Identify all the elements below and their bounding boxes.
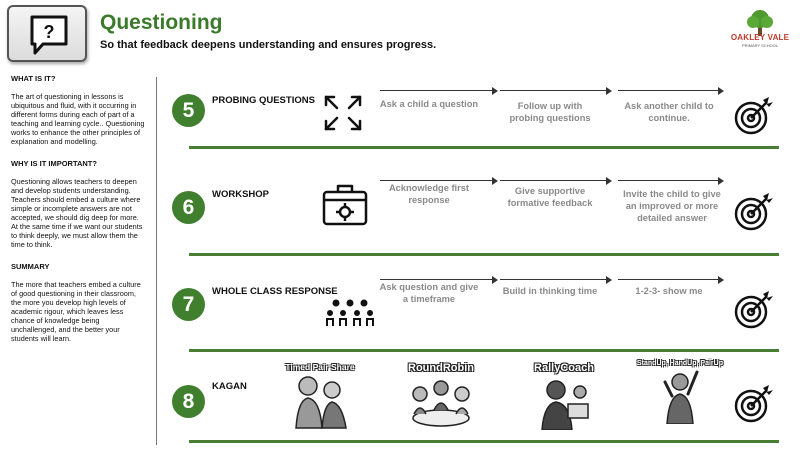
info-column: WHAT IS IT? The art of questioning in le… xyxy=(11,74,145,356)
step-ask-child: Ask a child a question xyxy=(379,99,479,109)
row-divider-line xyxy=(189,349,779,352)
step-thinking-time: Build in thinking time xyxy=(502,286,598,296)
flow-arrow xyxy=(618,176,724,186)
row-label-workshop: WORKSHOP xyxy=(212,189,269,200)
step-ask-another: Ask another child to continue. xyxy=(624,101,714,123)
why-heading: WHY IS IT IMPORTANT? xyxy=(11,159,97,168)
summary-text: The more that teachers embed a culture o… xyxy=(11,280,141,343)
row-number-6: 6 xyxy=(172,191,205,224)
kagan-label: RallyCoach xyxy=(534,362,594,374)
standup-illustration-icon xyxy=(663,370,699,425)
step-feedback: Give supportive formative feedback xyxy=(507,186,593,208)
page-title: Questioning xyxy=(100,11,223,34)
step-ask-question: Ask question and give a timeframe xyxy=(379,282,479,304)
rallycoach-illustration-icon xyxy=(541,380,589,431)
speech-bubble-question-icon: ? xyxy=(30,15,68,55)
flow-arrow xyxy=(380,275,498,285)
kagan-label: RoundRobin xyxy=(408,362,474,374)
flow-arrow xyxy=(380,86,498,96)
question-logo: ? xyxy=(7,5,87,62)
svg-text:?: ? xyxy=(44,22,55,42)
flow-arrow xyxy=(500,176,612,186)
step-follow-up: Follow up with probing questions xyxy=(509,101,591,123)
what-heading: WHAT IS IT? xyxy=(11,74,56,83)
row-number-7: 7 xyxy=(172,288,205,321)
group-icon xyxy=(326,299,374,326)
row-label-kagan: KAGAN xyxy=(212,381,247,392)
target-icon xyxy=(734,385,773,423)
target-icon xyxy=(734,97,773,135)
row-divider-line xyxy=(189,440,779,443)
row-number-8: 8 xyxy=(172,385,205,418)
target-icon xyxy=(734,193,773,231)
why-text: Questioning allows teachers to deepen an… xyxy=(11,177,143,249)
tree-logo-icon xyxy=(747,10,773,36)
page-subtitle: So that feedback deepens understanding a… xyxy=(100,39,437,51)
summary-heading: SUMMARY xyxy=(11,262,50,271)
column-divider xyxy=(156,77,157,445)
step-show-me: 1-2-3- show me xyxy=(635,286,703,296)
flow-arrow xyxy=(500,275,612,285)
kagan-label: Timed Pair Share xyxy=(285,362,355,372)
kagan-label: StandUp, HandUp, PairUp xyxy=(637,360,723,367)
pair-share-illustration-icon xyxy=(295,376,347,429)
flow-arrow xyxy=(618,275,724,285)
kagan-standup-handup-pairup: StandUp, HandUp, PairUp xyxy=(634,360,726,429)
row-label-whole-class: WHOLE CLASS RESPONSE xyxy=(212,286,338,297)
expand-arrows-icon xyxy=(324,95,362,131)
school-name: OAKLEY VALE xyxy=(730,33,790,42)
what-text: The art of questioning in lessons is ubi… xyxy=(11,92,145,146)
flow-arrow xyxy=(500,86,612,96)
kagan-rallycoach: RallyCoach xyxy=(524,362,604,435)
school-subtitle: PRIMARY SCHOOL xyxy=(741,43,779,48)
row-divider-line xyxy=(189,146,779,149)
step-acknowledge: Acknowledge first response xyxy=(388,183,470,205)
target-icon xyxy=(734,291,773,329)
kagan-timed-pair-share: Timed Pair Share xyxy=(280,362,360,435)
flow-arrow xyxy=(380,176,498,186)
flow-arrow xyxy=(618,86,724,96)
roundrobin-illustration-icon xyxy=(412,380,470,427)
row-divider-line xyxy=(189,253,779,256)
step-invite: Invite the child to give an improved or … xyxy=(623,189,721,223)
kagan-roundrobin: RoundRobin xyxy=(398,362,484,435)
toolbox-icon xyxy=(322,184,368,226)
row-label-probing: PROBING QUESTIONS xyxy=(212,95,315,106)
row-number-5: 5 xyxy=(172,94,205,127)
